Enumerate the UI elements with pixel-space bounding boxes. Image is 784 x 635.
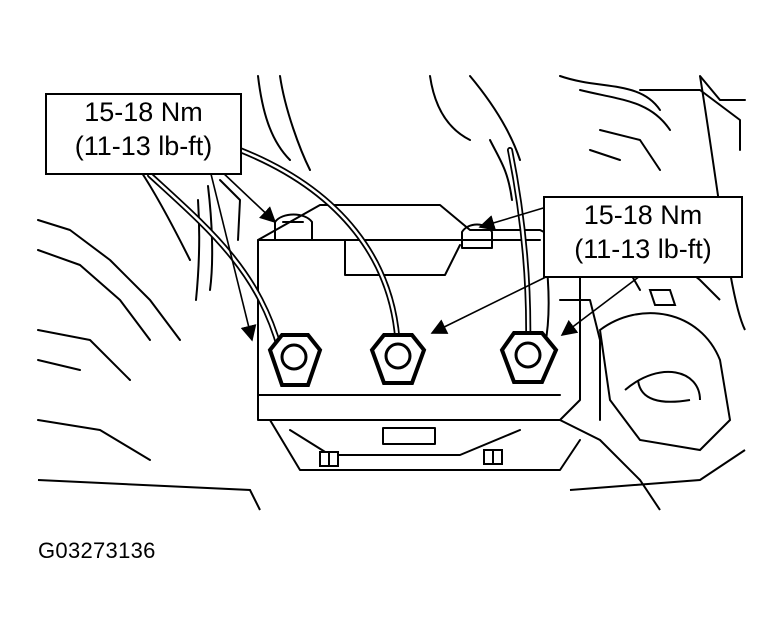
background-hose-3 <box>429 75 471 141</box>
torque-callout-left: 15-18 Nm (11-13 lb-ft) <box>45 93 242 175</box>
torque-value-lbft: (11-13 lb-ft) <box>574 234 712 264</box>
bolt-icon <box>319 451 339 467</box>
torque-value-lbft: (11-13 lb-ft) <box>74 131 213 161</box>
background-hose-1 <box>257 75 291 161</box>
background-hose-2 <box>279 75 311 171</box>
brake-line-left <box>147 172 283 353</box>
torque-callout-right: 15-18 Nm (11-13 lb-ft) <box>543 196 743 278</box>
brake-line-middle <box>237 147 401 353</box>
torque-value-nm: 15-18 Nm <box>583 200 703 230</box>
background-hose-6 <box>579 89 671 131</box>
hex-nut-icon <box>267 333 323 387</box>
bolt-icon <box>483 449 503 465</box>
module-slot <box>382 427 436 445</box>
abs-module-body <box>257 204 581 421</box>
hex-nut-icon <box>369 333 427 385</box>
background-bracket <box>639 89 741 151</box>
torque-value-nm: 15-18 Nm <box>84 97 203 127</box>
bolt-icon <box>274 213 313 241</box>
bolt-icon <box>461 223 493 249</box>
hex-nut-icon <box>499 331 559 384</box>
background-hose-4 <box>469 75 521 161</box>
leader-arrow-icon <box>209 169 641 342</box>
background-hose-5 <box>559 75 661 111</box>
figure-id: G03273136 <box>38 538 156 563</box>
bracket <box>598 312 732 452</box>
